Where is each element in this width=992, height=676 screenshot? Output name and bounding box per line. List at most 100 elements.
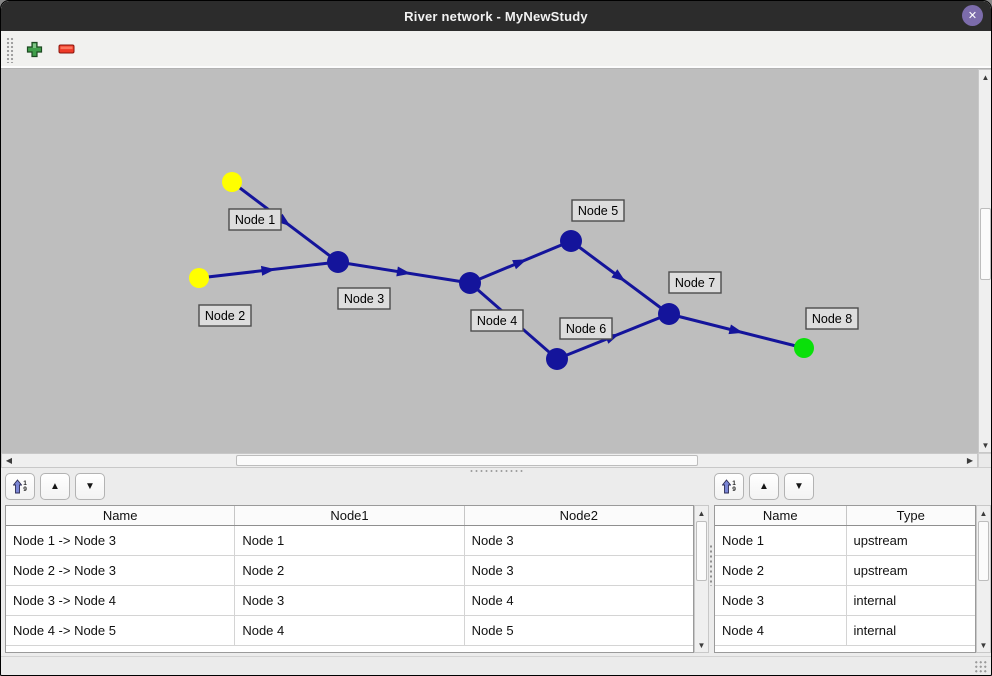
resize-grip[interactable] bbox=[974, 660, 987, 673]
horizontal-splitter[interactable] bbox=[469, 469, 525, 473]
table-row[interactable]: Node 4 internal bbox=[715, 616, 975, 646]
network-node[interactable] bbox=[327, 251, 349, 273]
node-label[interactable]: Node 3 bbox=[337, 287, 391, 310]
column-header[interactable]: Node2 bbox=[463, 506, 693, 525]
network-node[interactable] bbox=[222, 172, 242, 192]
network-node[interactable] bbox=[459, 272, 481, 294]
move-node-down-button[interactable]: ▼ bbox=[784, 473, 814, 500]
right-triangle-icon: ▶ bbox=[966, 456, 974, 465]
table-cell: Node 2 bbox=[234, 556, 463, 585]
edge-arrow-icon bbox=[276, 213, 291, 227]
scroll-up-button[interactable]: ▲ bbox=[695, 506, 708, 520]
window-title: River network - MyNewStudy bbox=[404, 8, 588, 24]
move-branch-up-button[interactable]: ▲ bbox=[40, 473, 70, 500]
edge-arrow-icon bbox=[512, 259, 527, 270]
toolbar-drag-handle[interactable] bbox=[6, 36, 14, 63]
table-cell: Node 4 bbox=[463, 586, 693, 615]
scroll-right-button[interactable]: ▶ bbox=[963, 454, 977, 467]
move-node-up-button[interactable]: ▲ bbox=[749, 473, 779, 500]
table-cell: Node 4 bbox=[234, 616, 463, 645]
scroll-down-button[interactable]: ▼ bbox=[979, 438, 991, 452]
down-arrow-icon: ▼ bbox=[85, 480, 95, 492]
close-button[interactable]: ✕ bbox=[962, 5, 983, 26]
svg-text:Node 4: Node 4 bbox=[477, 314, 517, 328]
column-header[interactable]: Name bbox=[762, 508, 798, 523]
network-horizontal-scrollbar[interactable]: ◀ ▶ bbox=[1, 453, 978, 468]
table-cell: internal bbox=[845, 616, 976, 645]
remove-node-button[interactable] bbox=[54, 37, 80, 63]
svg-text:Node 5: Node 5 bbox=[578, 204, 618, 218]
network-canvas[interactable]: Node 1 Node 2 Node 3 Node 4 Node 5 Node 6 Node… bbox=[1, 69, 978, 453]
scroll-left-button[interactable]: ◀ bbox=[2, 454, 16, 467]
down-triangle-icon: ▼ bbox=[981, 440, 990, 450]
node-label[interactable]: Node 1 bbox=[228, 208, 282, 231]
scroll-down-button[interactable]: ▼ bbox=[695, 638, 708, 652]
edge-arrow-icon bbox=[728, 324, 744, 335]
horizontal-scroll-thumb[interactable] bbox=[236, 455, 698, 466]
network-node[interactable] bbox=[560, 230, 582, 252]
add-node-button[interactable] bbox=[21, 37, 47, 63]
node-label[interactable]: Node 6 bbox=[559, 317, 613, 340]
node-label[interactable]: Node 5 bbox=[571, 199, 625, 222]
scroll-up-button[interactable]: ▲ bbox=[977, 506, 990, 520]
node-label[interactable]: Node 7 bbox=[668, 271, 722, 294]
svg-text:Node 3: Node 3 bbox=[344, 292, 384, 306]
branches-table-scrollbar[interactable]: ▲ ▼ bbox=[694, 505, 709, 653]
toolbar bbox=[1, 31, 991, 69]
network-vertical-scrollbar[interactable]: ▲ ▼ bbox=[978, 69, 991, 453]
edge-arrow-icon bbox=[260, 265, 276, 276]
table-cell: Node 2 bbox=[722, 563, 764, 578]
vertical-scroll-thumb[interactable] bbox=[978, 521, 989, 581]
column-header[interactable]: Name bbox=[102, 508, 138, 523]
edge-arrow-icon bbox=[611, 269, 626, 282]
sort-ascending-icon bbox=[722, 479, 732, 494]
table-cell: Node 3 bbox=[722, 593, 764, 608]
table-cell: Node 3 bbox=[234, 586, 463, 615]
column-header[interactable]: Type bbox=[845, 506, 976, 525]
network-node[interactable] bbox=[546, 348, 568, 370]
vertical-splitter[interactable] bbox=[709, 544, 713, 586]
node-label[interactable]: Node 8 bbox=[805, 307, 859, 330]
node-label[interactable]: Node 2 bbox=[198, 304, 252, 327]
network-node[interactable] bbox=[189, 268, 209, 288]
down-triangle-icon: ▼ bbox=[697, 640, 706, 650]
up-triangle-icon: ▲ bbox=[697, 508, 706, 518]
table-cell: internal bbox=[845, 586, 976, 615]
table-cell: Node 4 -> Node 5 bbox=[13, 623, 116, 638]
table-cell: Node 2 -> Node 3 bbox=[13, 563, 116, 578]
scroll-down-button[interactable]: ▼ bbox=[977, 638, 990, 652]
vertical-scroll-thumb[interactable] bbox=[980, 208, 991, 280]
table-cell: Node 3 -> Node 4 bbox=[13, 593, 116, 608]
left-triangle-icon: ◀ bbox=[5, 456, 13, 465]
close-icon: ✕ bbox=[967, 10, 978, 22]
up-triangle-icon: ▲ bbox=[981, 72, 990, 82]
nodes-table-scrollbar[interactable]: ▲ ▼ bbox=[976, 505, 991, 653]
table-cell: Node 4 bbox=[722, 623, 764, 638]
title-bar[interactable]: River network - MyNewStudy ✕ bbox=[1, 1, 991, 31]
up-arrow-icon: ▲ bbox=[759, 480, 769, 492]
move-branch-down-button[interactable]: ▼ bbox=[75, 473, 105, 500]
scroll-up-button[interactable]: ▲ bbox=[979, 70, 991, 84]
down-arrow-icon: ▼ bbox=[794, 480, 804, 492]
column-header[interactable]: Node1 bbox=[234, 506, 463, 525]
network-node[interactable] bbox=[658, 303, 680, 325]
vertical-scroll-thumb[interactable] bbox=[696, 521, 707, 581]
table-row[interactable]: Node 3 internal bbox=[715, 586, 975, 616]
node-label[interactable]: Node 4 bbox=[470, 309, 524, 332]
svg-text:Node 6: Node 6 bbox=[566, 322, 606, 336]
network-node[interactable] bbox=[794, 338, 814, 358]
